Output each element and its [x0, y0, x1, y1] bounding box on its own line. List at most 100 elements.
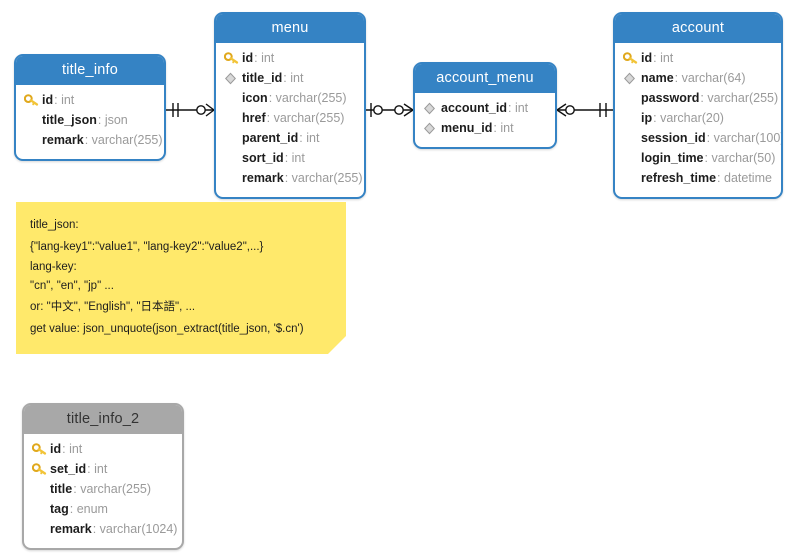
- field-name: remark: [242, 171, 284, 185]
- field-name: session_id: [641, 131, 706, 145]
- entity-account[interactable]: account id : int name : varchar(64) pass…: [613, 12, 783, 199]
- no-key-icon: [224, 171, 241, 185]
- field-row[interactable]: href : varchar(255): [224, 108, 354, 128]
- field-type: : varchar(255): [266, 111, 345, 125]
- note-title_json[interactable]: title_json: {"lang-key1":"value1", "lang…: [16, 202, 346, 354]
- no-key-icon: [224, 151, 241, 165]
- note-line: get value: json_unquote(json_extract(tit…: [30, 322, 304, 335]
- entity-account_menu-title: account_menu: [415, 64, 555, 93]
- foreign-key-diamond-icon: [423, 121, 440, 135]
- field-type: : int: [283, 71, 304, 85]
- note-line: or: "中文", "English", "日本語", ...: [30, 300, 196, 313]
- field-row[interactable]: id : int: [623, 48, 771, 68]
- field-type: : int: [254, 51, 275, 65]
- field-type: : int: [284, 151, 305, 165]
- entity-account_menu[interactable]: account_menu account_id : int menu_id : …: [413, 62, 557, 149]
- entity-title_info_2-title: title_info_2: [24, 405, 182, 434]
- entity-menu-fields: id : int title_id : int icon : varchar(2…: [216, 43, 364, 197]
- field-type: : varchar(50): [704, 151, 776, 165]
- field-type: : varchar(255): [284, 171, 363, 185]
- entity-menu[interactable]: menu id : int title_id : int icon : varc…: [214, 12, 366, 199]
- field-row[interactable]: id : int: [24, 90, 154, 110]
- field-name: menu_id: [441, 121, 493, 135]
- no-key-icon: [623, 151, 640, 165]
- field-type: : int: [87, 462, 108, 476]
- field-type: : varchar(100): [706, 131, 783, 145]
- field-type: : varchar(255): [268, 91, 347, 105]
- field-name: id: [50, 442, 62, 456]
- no-key-icon: [24, 133, 41, 147]
- primary-key-icon: [623, 51, 640, 65]
- field-type: : int: [653, 51, 674, 65]
- field-type: : varchar(255): [73, 482, 152, 496]
- note-line: title_json:: [30, 218, 79, 231]
- primary-key-icon: [32, 442, 49, 456]
- field-row[interactable]: parent_id : int: [224, 128, 354, 148]
- field-row[interactable]: ip : varchar(20): [623, 108, 771, 128]
- field-row[interactable]: login_time : varchar(50): [623, 148, 775, 168]
- field-row[interactable]: menu_id : int: [423, 118, 545, 138]
- field-name: title: [50, 482, 73, 496]
- field-name: account_id: [441, 101, 507, 115]
- field-name: remark: [50, 522, 92, 536]
- field-row[interactable]: name : varchar(64): [623, 68, 771, 88]
- field-row[interactable]: refresh_time : datetime: [623, 168, 772, 188]
- field-row[interactable]: id : int: [32, 439, 172, 459]
- field-row[interactable]: remark : varchar(1024): [32, 519, 177, 539]
- no-key-icon: [224, 91, 241, 105]
- entity-menu-title: menu: [216, 14, 364, 43]
- field-type: : json: [97, 113, 128, 127]
- field-row[interactable]: remark : varchar(255): [24, 130, 163, 150]
- field-name: id: [641, 51, 653, 65]
- no-key-icon: [224, 111, 241, 125]
- entity-title_info_2-fields: id : int set_id : int title : varchar(25…: [24, 434, 182, 548]
- field-type: : varchar(255): [700, 91, 779, 105]
- field-row[interactable]: password : varchar(255): [623, 88, 778, 108]
- field-type: : datetime: [717, 171, 772, 185]
- field-type: : int: [493, 121, 514, 135]
- no-key-icon: [623, 131, 640, 145]
- field-row[interactable]: title : varchar(255): [32, 479, 172, 499]
- field-name: id: [42, 93, 54, 107]
- field-type: : int: [508, 101, 529, 115]
- field-name: set_id: [50, 462, 87, 476]
- no-key-icon: [623, 111, 640, 125]
- entity-title_info[interactable]: title_info id : int title_json : json re…: [14, 54, 166, 161]
- relationship-title_info-menu: [166, 103, 215, 117]
- field-type: : int: [54, 93, 75, 107]
- field-row[interactable]: set_id : int: [32, 459, 172, 479]
- field-name: icon: [242, 91, 268, 105]
- field-type: : varchar(64): [674, 71, 746, 85]
- no-key-icon: [32, 522, 49, 536]
- primary-key-icon: [32, 462, 49, 476]
- field-type: : varchar(1024): [92, 522, 178, 536]
- field-row[interactable]: remark : varchar(255): [224, 168, 363, 188]
- relationship-menu-account_menu: [366, 103, 414, 117]
- field-row[interactable]: tag : enum: [32, 499, 172, 519]
- no-key-icon: [224, 131, 241, 145]
- field-name: ip: [641, 111, 653, 125]
- entity-account-fields: id : int name : varchar(64) password : v…: [615, 43, 781, 197]
- field-name: name: [641, 71, 674, 85]
- entity-title_info-title: title_info: [16, 56, 164, 85]
- field-row[interactable]: title_id : int: [224, 68, 354, 88]
- field-name: sort_id: [242, 151, 284, 165]
- field-row[interactable]: session_id : varchar(100): [623, 128, 781, 148]
- field-name: href: [242, 111, 266, 125]
- field-row[interactable]: sort_id : int: [224, 148, 354, 168]
- field-row[interactable]: id : int: [224, 48, 354, 68]
- note-line: lang-key:: [30, 261, 77, 274]
- primary-key-icon: [24, 93, 41, 107]
- relationship-account_menu-account: [556, 103, 613, 117]
- field-name: remark: [42, 133, 84, 147]
- field-name: refresh_time: [641, 171, 717, 185]
- field-row[interactable]: account_id : int: [423, 98, 545, 118]
- field-name: tag: [50, 502, 69, 516]
- field-name: parent_id: [242, 131, 299, 145]
- entity-title_info_2[interactable]: title_info_2 id : int set_id : int title…: [22, 403, 184, 550]
- field-row[interactable]: icon : varchar(255): [224, 88, 354, 108]
- entity-account_menu-fields: account_id : int menu_id : int: [415, 93, 555, 147]
- entity-title_info-fields: id : int title_json : json remark : varc…: [16, 85, 164, 159]
- field-row[interactable]: title_json : json: [24, 110, 154, 130]
